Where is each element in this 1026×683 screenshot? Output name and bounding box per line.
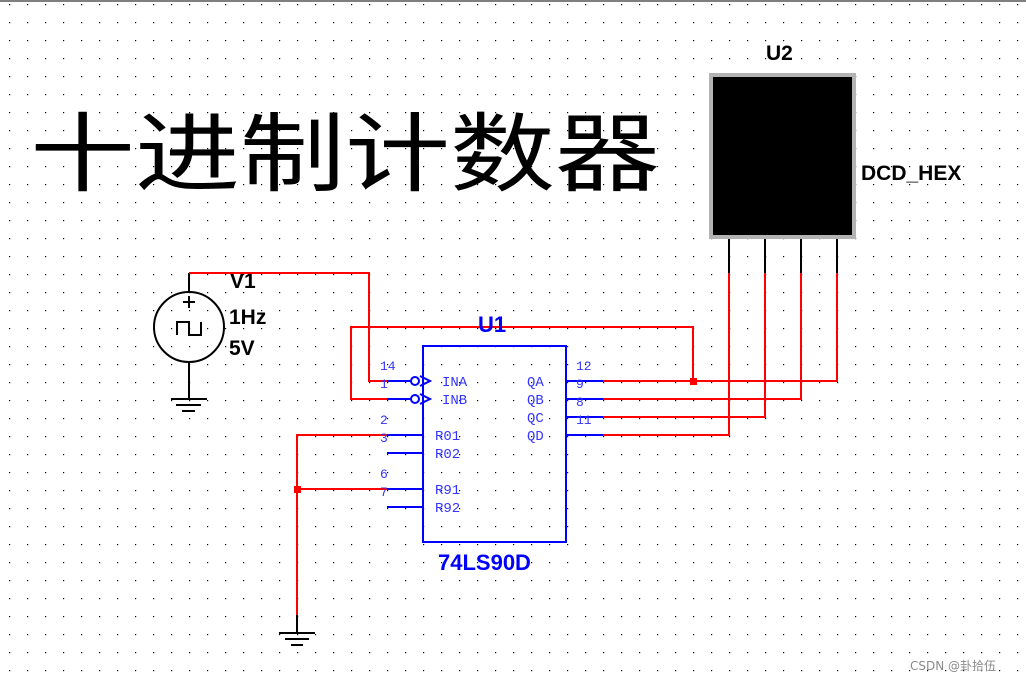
- display-body: [709, 73, 856, 239]
- pin-name: QC: [527, 411, 544, 427]
- inversion-bubble-inb: [410, 394, 420, 404]
- pin-number: 11: [576, 413, 592, 428]
- pin-name: INA: [442, 375, 468, 391]
- wire-qc-to-display[interactable]: [603, 273, 766, 418]
- counter-body: [422, 345, 567, 543]
- page-title: 十进制计数器: [30, 105, 660, 205]
- window-top-border: [0, 0, 1026, 2]
- pin-name: INB: [442, 393, 467, 409]
- ground-icon: [171, 398, 207, 412]
- wire-qd-to-display[interactable]: [603, 273, 730, 436]
- counter-part-label: 74LS90D: [438, 550, 531, 575]
- clock-source-v1[interactable]: V1 1Hz 5V: [153, 270, 266, 412]
- junction-dot-qa: [690, 378, 697, 385]
- wire-qa-to-inb[interactable]: [350, 326, 694, 400]
- inversion-bubble-ina: [410, 376, 420, 386]
- pin-number: 8: [576, 395, 584, 410]
- clock-arrow-ina-icon: [419, 375, 433, 387]
- wire-qa-to-display[interactable]: [603, 273, 838, 382]
- clock-arrow-inb-icon: [419, 393, 433, 405]
- ground-icon: [279, 615, 315, 646]
- pin-name: QA: [527, 375, 544, 391]
- pin-number: 7: [380, 485, 388, 500]
- pin-name: R02: [435, 447, 460, 463]
- wire-qb-to-display[interactable]: [603, 273, 802, 400]
- pin-number: 12: [576, 359, 592, 374]
- source-frequency-label: 1Hz: [229, 306, 266, 329]
- pin-name: QD: [527, 429, 544, 445]
- pin-number: 14: [380, 359, 396, 374]
- display-ref-label: U2: [766, 42, 793, 65]
- source-ref-label: V1: [230, 270, 256, 293]
- watermark: CSDN @卦拾伍: [910, 658, 996, 673]
- counter-ic-u1[interactable]: U1 74LS90D 14 1 2 3 6 7 INA INB R01 R02 …: [380, 312, 603, 575]
- pin-name: R92: [435, 501, 460, 517]
- junction-dot-reset: [294, 486, 301, 493]
- pin-number: 9: [576, 377, 584, 392]
- hex-display-u2[interactable]: U2 DCD_HEX: [709, 42, 961, 273]
- pin-name: R91: [435, 483, 460, 499]
- counter-ref-label: U1: [478, 312, 506, 337]
- wire-r01-to-ground[interactable]: [296, 434, 387, 615]
- square-wave-icon: [176, 321, 202, 336]
- pin-number: 2: [380, 413, 388, 428]
- source-amplitude-label: 5V: [229, 337, 255, 360]
- pin-number: 3: [380, 431, 388, 446]
- pin-name: R01: [435, 429, 460, 445]
- pin-number: 1: [380, 377, 388, 392]
- pin-name: QB: [527, 393, 544, 409]
- pin-number: 6: [380, 467, 388, 482]
- wires: [189, 272, 838, 615]
- display-type-label: DCD_HEX: [861, 162, 961, 185]
